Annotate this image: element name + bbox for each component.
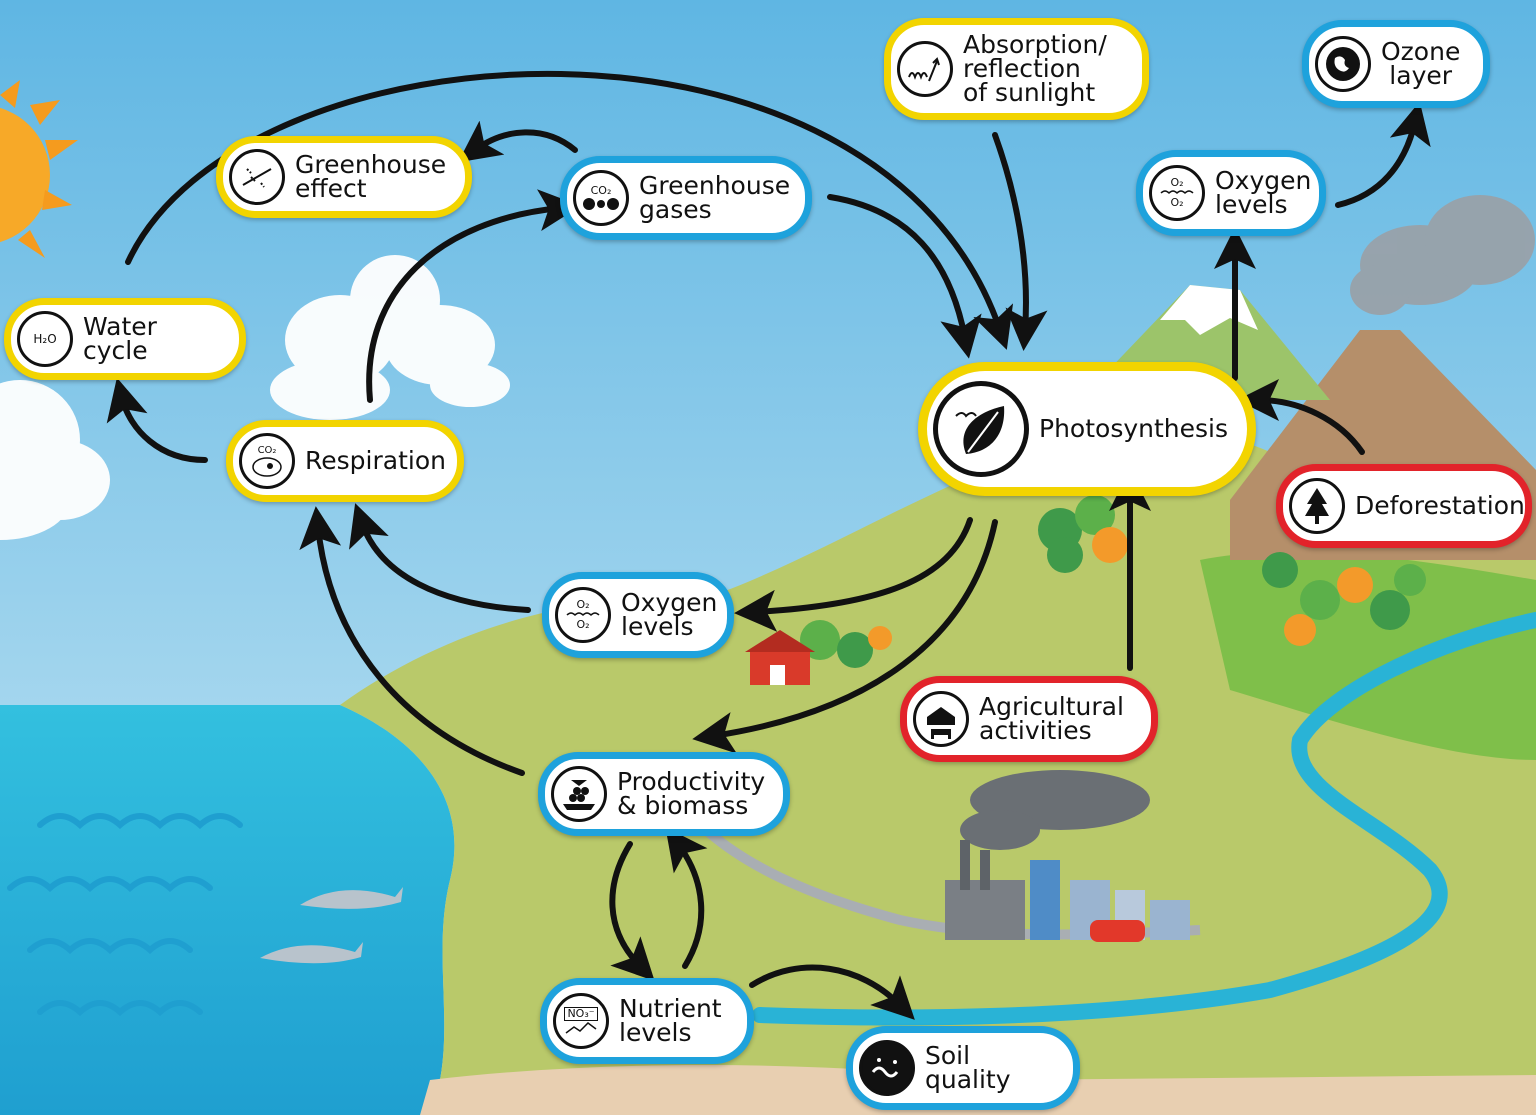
arrow-oxygen-right-to-ozone (1335, 101, 1431, 208)
no3-graph-icon: NO₃⁻ (553, 993, 609, 1049)
node-nutrient[interactable]: NO₃⁻ Nutrient levels (540, 978, 754, 1064)
node-productivity[interactable]: Productivity & biomass (538, 752, 790, 836)
sun (0, 80, 78, 258)
arrow-productivity-to-respiration (299, 506, 525, 776)
oxygen-water-icon: O₂ O₂ (1149, 165, 1205, 221)
node-label: Deforestation (1355, 491, 1525, 520)
node-label: Greenhouse effect (295, 150, 447, 203)
arrow-respiration-to-watercycle (106, 377, 208, 463)
tree-icon (1289, 478, 1345, 534)
node-deforestation[interactable]: Deforestation (1276, 464, 1532, 548)
node-label: Productivity & biomass (617, 767, 766, 820)
forest (800, 495, 1426, 668)
arrow-nutrient-to-productivity (665, 827, 708, 969)
globe-icon (1315, 36, 1371, 92)
sea-waves (7, 813, 243, 1017)
node-respiration[interactable]: CO₂ Respiration (226, 420, 464, 502)
node-label: Agricultural activities (979, 692, 1124, 745)
sunlight-wave-icon (897, 41, 953, 97)
node-label: Absorption/ reflection of sunlight (963, 30, 1107, 107)
node-oxygen-levels-left[interactable]: O₂ O₂ Oxygen levels (542, 572, 734, 658)
connection-arrows (106, 71, 1431, 1020)
cloud-left (0, 380, 110, 540)
biomass-scale-icon (551, 766, 607, 822)
arrow-oxygen-left-to-respiration (349, 503, 531, 613)
arrow-photosynthesis-to-productivity (692, 519, 998, 754)
h2o-cycle-icon: H₂O (17, 311, 73, 367)
node-oxygen-levels-right[interactable]: O₂ O₂ Oxygen levels (1136, 150, 1326, 236)
node-water-cycle[interactable]: H₂O Water cycle (4, 298, 246, 380)
node-label: Nutrient levels (619, 994, 722, 1047)
smoke-cloud (1350, 195, 1535, 315)
leaf-light-icon (933, 381, 1029, 477)
node-agricultural[interactable]: Agricultural activities (900, 676, 1158, 762)
node-label: Water cycle (83, 312, 157, 365)
dolphins (260, 887, 403, 964)
co2-molecule-icon: CO₂ (573, 170, 629, 226)
factory-city (945, 770, 1190, 942)
node-label: Greenhouse gases (639, 171, 791, 224)
node-absorption[interactable]: Absorption/ reflection of sunlight (884, 18, 1149, 120)
arrow-deforestation-to-photosynthesis (1237, 379, 1365, 455)
greenhouse-effect-icon (229, 149, 285, 205)
arrow-nutrient-to-soil (749, 964, 915, 1020)
river (752, 612, 1536, 1026)
arrow-productivity-to-nutrient (609, 841, 655, 982)
node-ozone[interactable]: Ozone layer (1302, 20, 1490, 108)
node-label: Ozone layer (1381, 37, 1461, 90)
node-label: Oxygen levels (621, 588, 718, 641)
node-greenhouse-gases[interactable]: CO₂ Greenhouse gases (560, 156, 812, 240)
node-label: Oxygen levels (1215, 166, 1312, 219)
node-greenhouse-effect[interactable]: Greenhouse effect (216, 136, 472, 218)
cloud-middle (270, 255, 510, 420)
arrow-respiration-to-gases (366, 189, 581, 403)
arrow-photosynthesis-to-oxygen-left (734, 517, 973, 632)
arrow-gases-to-greenhouse-effect (458, 120, 578, 163)
arrow-watercycle-to-photosynthesis (125, 71, 1014, 350)
soil-worm-icon (859, 1040, 915, 1096)
grass-right (1200, 551, 1536, 760)
node-label: Soil quality (925, 1041, 1011, 1094)
node-label: Respiration (305, 446, 446, 475)
arrow-gases-to-photosynthesis (827, 194, 982, 359)
arrow-absorption-to-photosynthesis (992, 132, 1048, 351)
cell-co2-icon: CO₂ (239, 433, 295, 489)
farm-barn (745, 630, 815, 685)
oxygen-water-icon: O₂ O₂ (555, 587, 611, 643)
node-photosynthesis[interactable]: Photosynthesis (918, 362, 1256, 496)
barn-cow-icon (913, 691, 969, 747)
sea (0, 705, 455, 1115)
node-label: Photosynthesis (1039, 414, 1229, 443)
node-soil-quality[interactable]: Soil quality (846, 1026, 1080, 1110)
